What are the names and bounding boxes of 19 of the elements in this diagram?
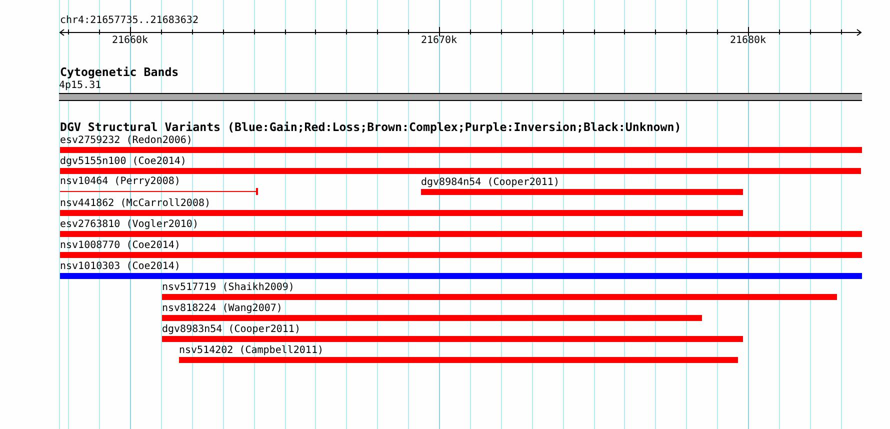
tick-label: 21660k: [112, 35, 148, 46]
region-coordinates: chr4:21657735..21683632: [60, 15, 198, 26]
variant-label: nsv1008770 (Coe2014): [60, 240, 180, 251]
variant-label: nsv1010303 (Coe2014): [60, 261, 180, 272]
variant-label: esv2759232 (Redon2006): [60, 135, 192, 146]
variant-label: dgv8984n54 (Cooper2011): [421, 177, 560, 188]
variant-label: nsv818224 (Wang2007): [162, 303, 282, 314]
variant-label: nsv517719 (Shaikh2009): [162, 282, 294, 293]
variant-label: nsv441862 (McCarroll2008): [60, 198, 211, 209]
track-heading: Cytogenetic Bands: [60, 66, 179, 79]
variant-label: dgv8983n54 (Cooper2011): [162, 324, 300, 335]
variant-label: nsv10464 (Perry2008): [60, 176, 180, 187]
band-label: 4p15.31: [59, 80, 102, 91]
variant-label: dgv5155n100 (Coe2014): [60, 156, 186, 167]
tick-label: 21670k: [420, 35, 458, 46]
tick-label: 21680k: [730, 35, 766, 46]
variant-label: nsv514202 (Campbell2011): [179, 345, 324, 356]
variant-label: esv2763810 (Vogler2010): [60, 219, 198, 230]
track-heading: DGV Structural Variants (Blue:Gain;Red:Loss;Brown:Complex;Purple:Inversion;Black:Unknown): [60, 121, 682, 134]
